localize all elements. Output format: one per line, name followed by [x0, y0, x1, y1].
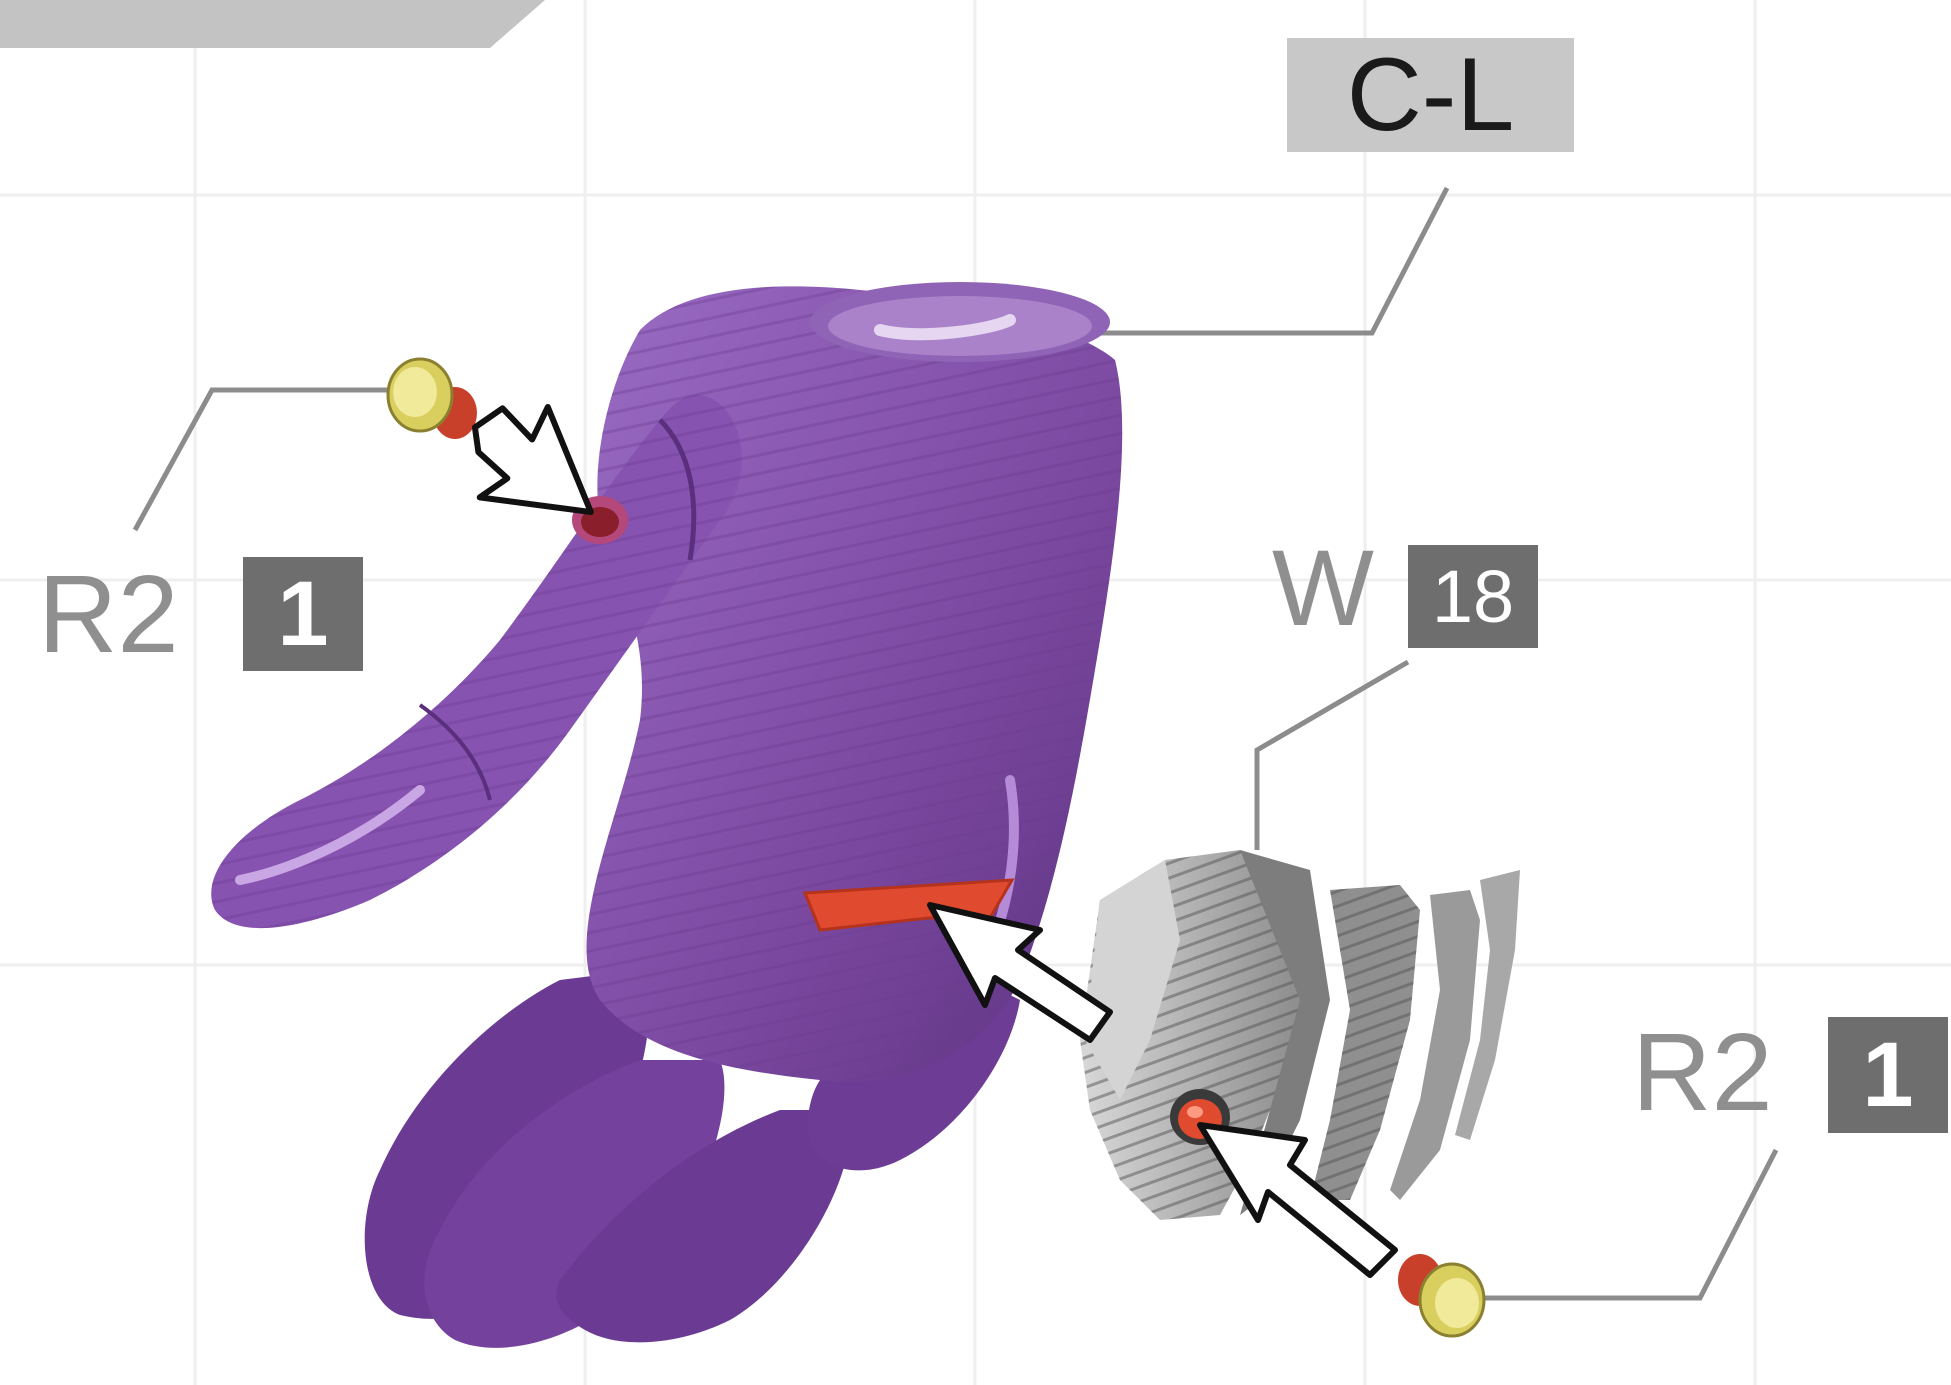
- screw-right-qty-badge: 1: [1828, 1017, 1948, 1133]
- screw-left: [388, 359, 477, 439]
- screw-left-code: R2: [38, 560, 179, 670]
- panel-qty-badge: 18: [1408, 545, 1538, 648]
- insert-arrow-top: [468, 398, 591, 527]
- corner-tab: [0, 0, 545, 48]
- screw-right-code: R2: [1632, 1018, 1773, 1128]
- hand-part: [211, 282, 1122, 1348]
- panel-code: W: [1272, 534, 1374, 642]
- screw-left-qty-badge: 1: [243, 557, 363, 671]
- screw-right: [1398, 1254, 1484, 1336]
- panel-part: [1080, 850, 1520, 1220]
- part-reference-label: C-L: [1287, 38, 1574, 152]
